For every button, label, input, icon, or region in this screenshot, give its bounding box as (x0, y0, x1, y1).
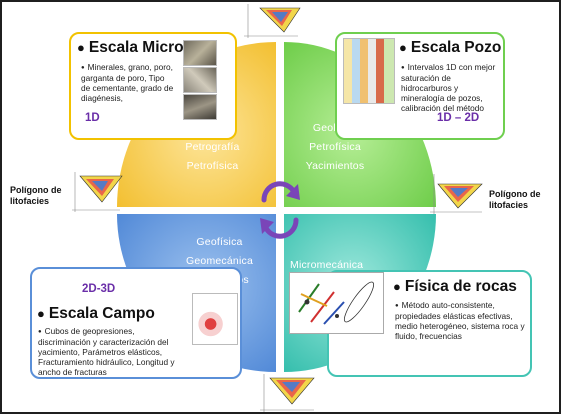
card-bullet: ●Método auto-consistente, propiedades el… (395, 300, 530, 341)
quadrant-label-line: Petrofísica (186, 160, 239, 172)
card-title: ●Escala Campo (37, 305, 155, 323)
bullet-icon: ● (38, 329, 42, 335)
quadrant-label-line: Geofísica (196, 236, 243, 248)
card-title: ●Escala Micro (77, 39, 184, 57)
bullet-icon: ● (81, 65, 85, 71)
ternary-diagram-icon (430, 174, 483, 214)
card-title-text: Física de rocas (404, 278, 517, 295)
scale-label: 1D – 2D (437, 112, 480, 124)
ternary-diagram-icon (244, 4, 301, 38)
quadrant-label-bottom-right: Micromecánica (290, 256, 364, 275)
card-title-text: Escala Campo (48, 305, 155, 322)
card-bullet-text: Método auto-consistente, propiedades elá… (395, 300, 525, 342)
card-escala-micro: ●Escala Micro ●Minerales, grano, poro, g… (69, 32, 237, 140)
quadrant-label-line: Yacimientos (305, 160, 365, 172)
bullet-icon: ● (77, 40, 85, 55)
card-title-text: Escala Micro (88, 39, 184, 56)
card-title-text: Escala Pozo (410, 39, 502, 56)
quadrant-label-top-right: Geología Petrofísica Yacimientos (295, 119, 375, 176)
thin-section-image (183, 40, 217, 66)
ternary-diagram-icon (72, 172, 123, 212)
card-title: ●Escala Pozo (399, 39, 501, 57)
quadrant-label-line: Geomecánica (186, 255, 253, 267)
crossplot-image (192, 293, 238, 345)
quadrant-label-line: Micromecánica (290, 259, 364, 271)
bullet-icon: ● (393, 279, 401, 294)
scale-label: 1D (85, 112, 100, 124)
card-escala-campo: 2D-3D ●Escala Campo ●Cubos de geopresion… (30, 267, 242, 379)
cycle-arrows-icon (261, 181, 299, 239)
card-bullet: ●Intervalos 1D con mejor saturación de h… (401, 62, 503, 113)
scale-label: 2D-3D (82, 283, 116, 295)
bullet-icon: ● (395, 303, 399, 309)
thin-section-image (183, 94, 217, 120)
card-title: ●Física de rocas (393, 278, 517, 296)
card-bullet-text: Cubos de geopresiones, discriminación y … (38, 326, 175, 378)
side-label-right: Polígono de litofacies (489, 189, 541, 210)
bullet-icon: ● (37, 306, 45, 321)
bullet-icon: ● (399, 40, 407, 55)
quadrant-label-line: Petrofísica (309, 141, 361, 153)
card-bullet-text: Intervalos 1D con mejor saturación de hi… (401, 62, 496, 114)
ternary-diagram-icon (260, 374, 315, 412)
side-label-left: Polígono de litofacies (10, 185, 62, 206)
well-log-image (343, 38, 395, 104)
thin-section-image (183, 67, 217, 93)
card-escala-pozo: ●Escala Pozo ●Intervalos 1D con mejor sa… (335, 32, 505, 140)
micromechanics-image (289, 272, 384, 334)
card-bullet: ●Minerales, grano, poro, garganta de por… (81, 62, 176, 103)
card-bullet-text: Minerales, grano, poro, garganta de poro… (81, 62, 174, 104)
bullet-icon: ● (401, 65, 405, 71)
card-bullet: ●Cubos de geopresiones, discriminación y… (38, 326, 188, 377)
quadrant-label-line: Petrografía (185, 141, 240, 153)
